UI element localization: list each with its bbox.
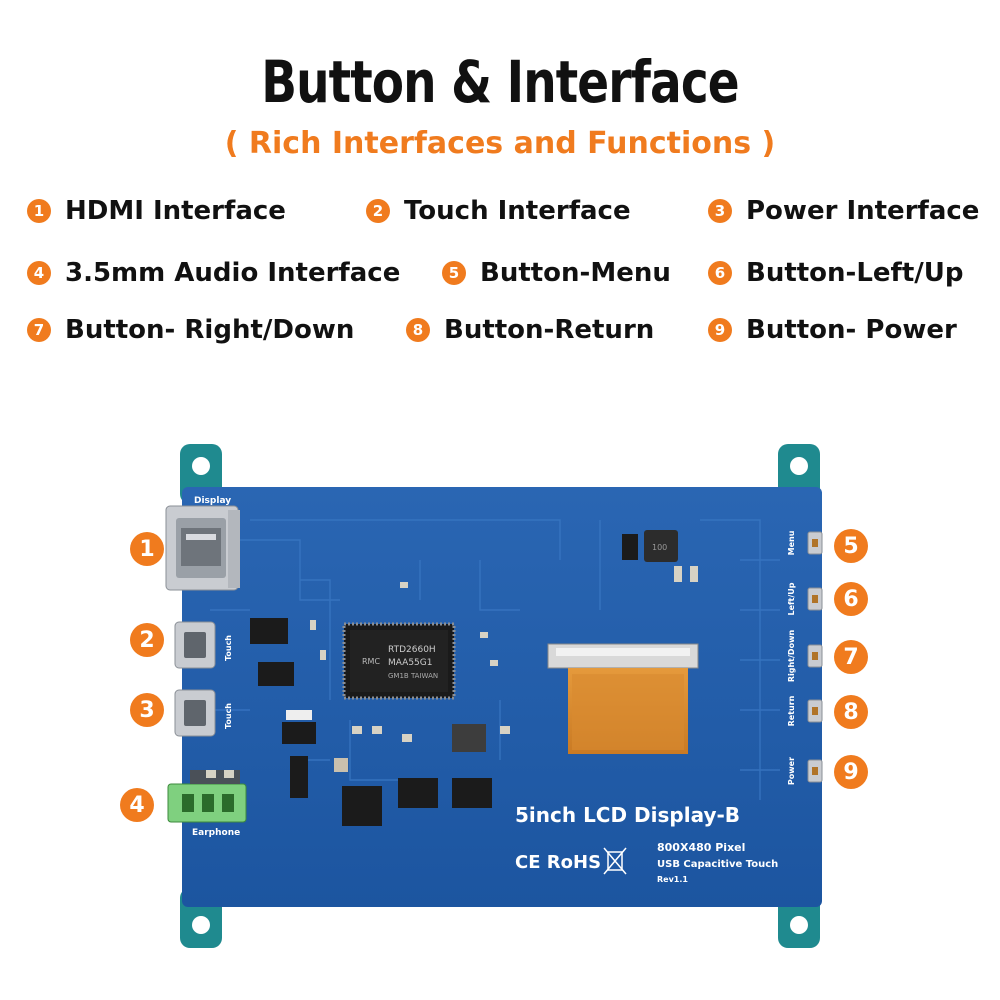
small-ic-touch-1 [250,618,288,644]
legend-label: HDMI Interface [65,196,286,226]
page-subtitle: ( Rich Interfaces and Functions ) [224,126,776,161]
number-badge: 4 [27,261,51,285]
legend-item-touch: 2 Touch Interface [366,196,631,226]
page-title: Button & Interface [261,48,739,116]
touch-type-text: USB Capacitive Touch [657,859,778,870]
silk-power-label: Power [787,757,796,785]
legend-label: Button-Left/Up [746,258,964,288]
inductor: 100 [622,530,678,562]
callout-1: 1 [130,532,164,566]
legend-label: Button- Right/Down [65,315,355,345]
callout-6: 6 [834,582,868,616]
legend-item-power-button: 9 Button- Power [708,315,957,345]
small-ic-touch-2 [258,662,294,686]
legend-item-return: 8 Button-Return [406,315,654,345]
number-badge: 5 [442,261,466,285]
legend-label: Button-Return [444,315,655,345]
number-badge: 9 [708,318,732,342]
power-usb-port [174,689,216,737]
callout-7: 7 [834,640,868,674]
legend-label: Power Interface [746,196,980,226]
callout-5: 5 [834,529,868,563]
callout-4: 4 [120,788,154,822]
chip-line-3: GM1B TAIWAN [388,672,438,680]
inductor-label: 100 [652,543,667,552]
chip-line-1: RTD2660H [388,645,436,655]
resolution-text: 800X480 Pixel [657,841,745,854]
silk-rightdown-label: Right/Down [787,630,796,683]
silk-return-label: Return [787,695,796,726]
callout-8: 8 [834,695,868,729]
hdmi-port [165,505,240,591]
callout-2: 2 [130,623,164,657]
main-chip: RMC RTD2660H MAA55G1 GM1B TAIWAN [342,622,456,700]
legend-item-power-interface: 3 Power Interface [708,196,979,226]
fpc-connector [547,643,699,754]
cert-marks: CE RoHS [515,852,601,873]
tact-button-caps [812,539,818,775]
legend-label: Button-Menu [480,258,671,288]
legend-item-audio: 4 3.5mm Audio Interface [27,258,400,288]
small-ic-lower [282,722,316,798]
callout-3: 3 [130,693,164,727]
silk-earphone-label: Earphone [192,828,240,838]
ic-cluster-lower [286,710,492,826]
chip-line-2: MAA55G1 [388,658,432,668]
legend-item-menu: 5 Button-Menu [442,258,671,288]
chip-logo: RMC [362,657,380,666]
touch-usb-port [174,621,216,669]
pcb-traces [210,519,780,800]
legend-item-right-down: 7 Button- Right/Down [27,315,354,345]
number-badge: 8 [406,318,430,342]
silk-touch-label-1: Touch [224,635,233,661]
revision-text: Rev1.1 [657,875,688,884]
product-name: 5inch LCD Display-B [515,803,740,827]
silk-touch-label-2: Touch [224,703,233,729]
silk-leftup-label: Left/Up [787,582,796,615]
number-badge: 2 [366,199,390,223]
number-badge: 7 [27,318,51,342]
legend-item-left-up: 6 Button-Left/Up [708,258,964,288]
callout-9: 9 [834,755,868,789]
silk-display-label: Display [194,496,231,506]
silk-menu-label: Menu [787,530,796,555]
weee-bin-icon [603,847,627,875]
legend-item-hdmi: 1 HDMI Interface [27,196,286,226]
number-badge: 3 [708,199,732,223]
number-badge: 6 [708,261,732,285]
legend-label: Button- Power [746,315,957,345]
number-badge: 1 [27,199,51,223]
passive-components [206,566,698,778]
legend-label: Touch Interface [404,196,631,226]
legend-label: 3.5mm Audio Interface [65,258,401,288]
